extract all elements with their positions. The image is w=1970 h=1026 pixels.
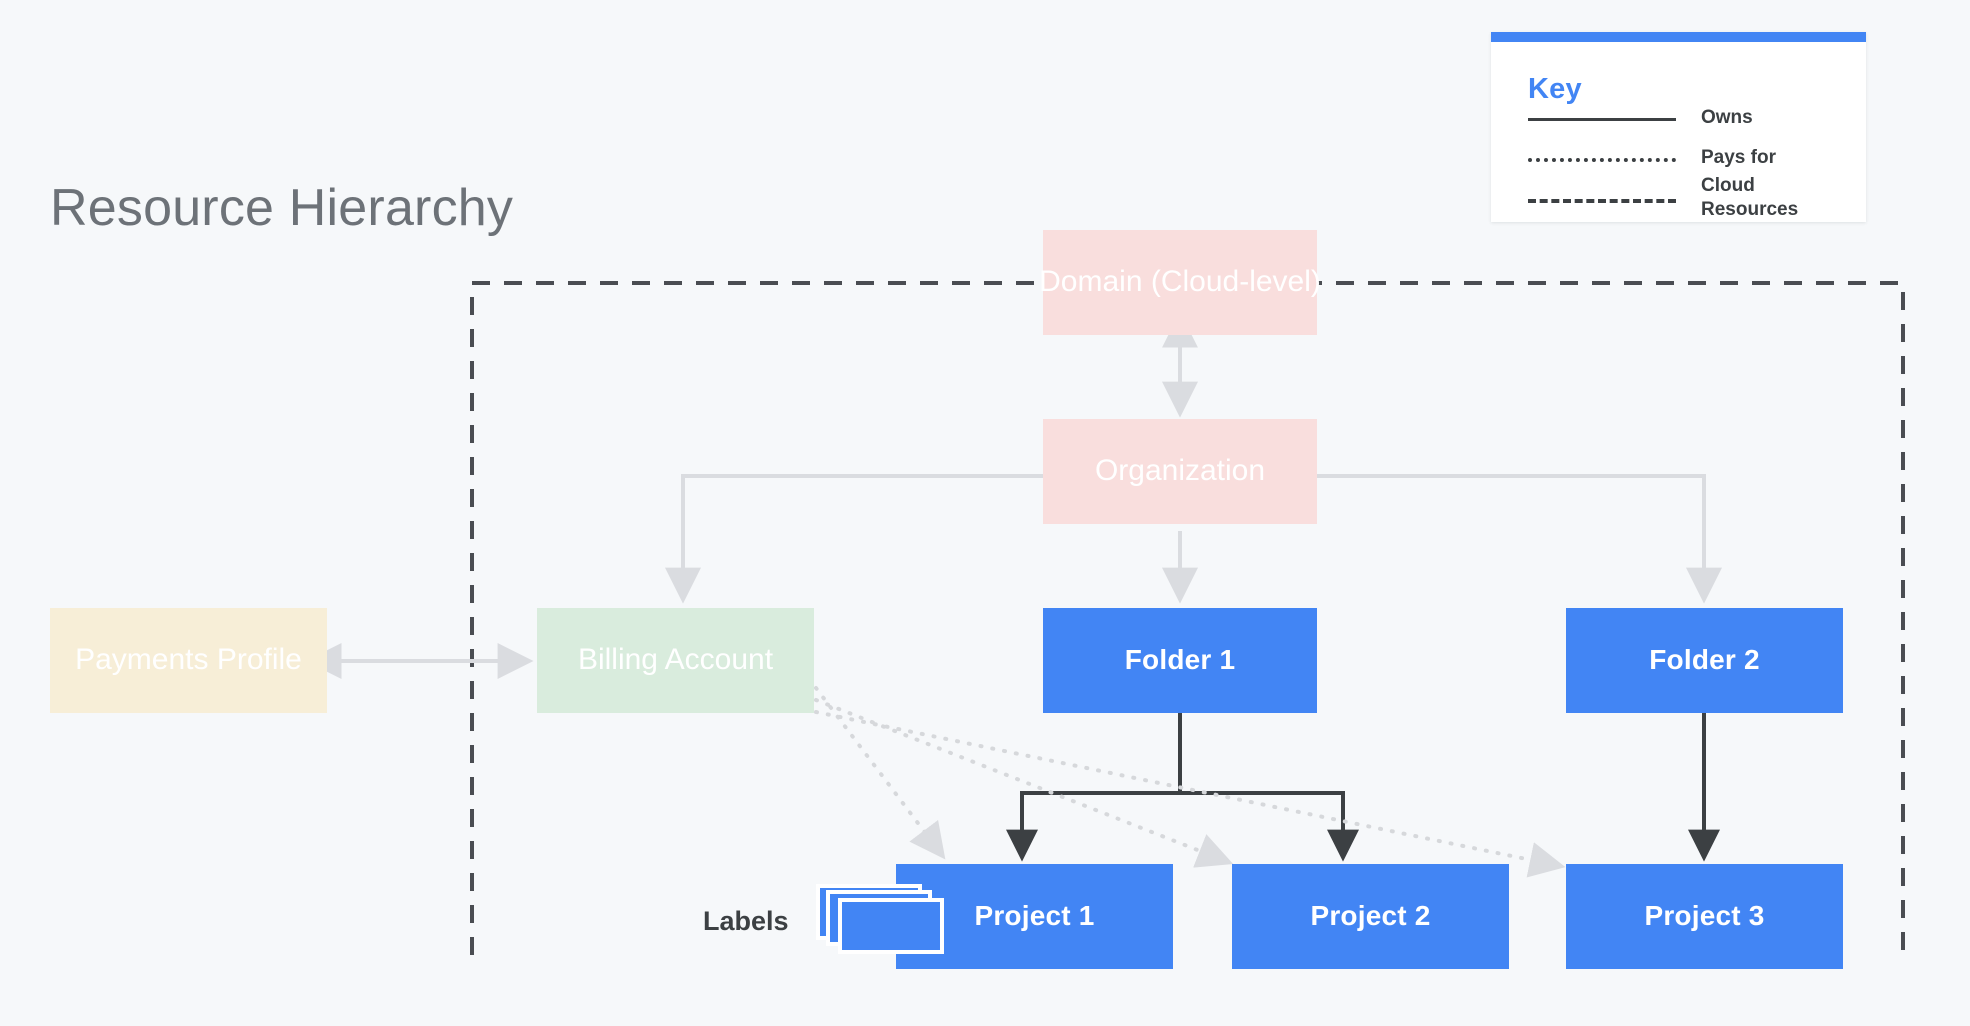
labels-stack-icon	[816, 884, 946, 954]
node-payments-profile[interactable]: Payments Profile	[50, 608, 327, 713]
node-folder-2[interactable]: Folder 2	[1566, 608, 1843, 713]
node-folder-2-label: Folder 2	[1649, 644, 1760, 676]
node-project-3[interactable]: Project 3	[1566, 864, 1843, 969]
edge-billing-account-pays-for	[814, 686, 1566, 878]
node-organization-label: Organization	[1094, 454, 1266, 488]
key-sample-pays-for-line	[1528, 158, 1676, 162]
node-billing-account[interactable]: Billing Account	[537, 608, 814, 713]
page-title: Resource Hierarchy	[50, 179, 514, 237]
labels-caption: Labels	[703, 906, 789, 936]
node-domain[interactable]: Domain (Cloud-level)	[1039, 230, 1321, 335]
node-folder-1-label: Folder 1	[1124, 644, 1236, 676]
node-billing-account-label: Billing Account	[577, 643, 774, 677]
edge-organization-folder2	[1317, 474, 1722, 604]
key-label-pays-for: Pays for	[1701, 147, 1776, 168]
node-domain-label: Domain (Cloud-level)	[1039, 265, 1321, 299]
key-title: Key	[1528, 73, 1582, 105]
node-project-2[interactable]: Project 2	[1232, 864, 1509, 969]
node-project-2-label: Project 2	[1310, 900, 1431, 932]
key-label-cloud-resources: Cloud Resources	[1701, 175, 1799, 220]
node-folder-1[interactable]: Folder 1	[1043, 608, 1317, 713]
edge-organization-billing-account	[665, 474, 1043, 604]
label-card-front	[838, 898, 944, 954]
node-organization[interactable]: Organization	[1043, 419, 1317, 524]
edge-folder1-projects	[1006, 713, 1359, 862]
key-sample-owns-line	[1528, 118, 1676, 121]
node-project-1-label: Project 1	[974, 900, 1095, 932]
node-payments-profile-label: Payments Profile	[75, 643, 302, 677]
key-legend: Key Owns Pays for Cloud Resources	[1491, 32, 1866, 222]
key-label-owns: Owns	[1701, 107, 1753, 128]
node-project-3-label: Project 3	[1644, 900, 1765, 932]
key-sample-cloud-resources-line	[1528, 199, 1676, 203]
key-accent-bar	[1491, 32, 1866, 42]
